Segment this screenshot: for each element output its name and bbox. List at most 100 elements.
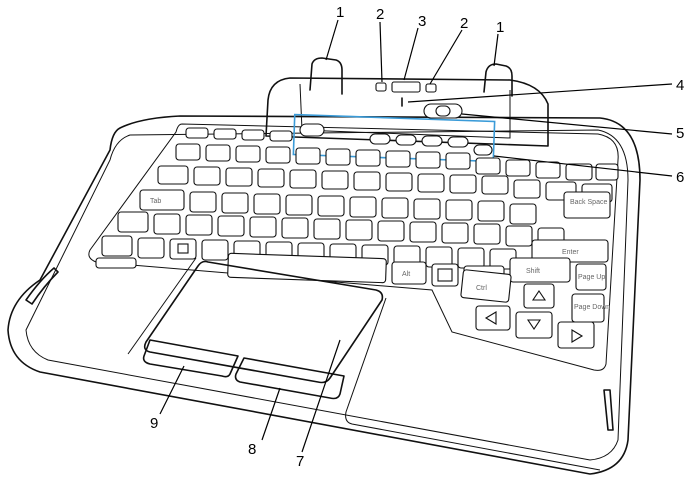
touchpad (143, 260, 384, 384)
key (421, 135, 443, 147)
key (321, 170, 349, 190)
key (101, 235, 133, 257)
key (409, 221, 437, 243)
key (355, 149, 381, 167)
arrow-down-icon (526, 319, 542, 330)
key (313, 218, 341, 240)
ctrl-key (460, 269, 512, 303)
key (221, 192, 249, 214)
page-up-key (575, 263, 607, 291)
key (217, 215, 245, 237)
key (457, 247, 485, 269)
key (325, 148, 351, 166)
arrow-up-icon (531, 290, 547, 301)
callout-leader-2-left (379, 21, 383, 83)
key (565, 163, 593, 181)
callout-number: 2 (460, 15, 468, 32)
key (185, 214, 213, 236)
callout-number: 3 (418, 13, 426, 30)
dock-connector (391, 81, 421, 93)
enter-key-label: Enter (562, 249, 579, 256)
touchpad-left-button (142, 339, 239, 378)
key (289, 169, 317, 189)
key (281, 217, 309, 239)
key (385, 172, 413, 192)
callout-leader-2-right (429, 29, 463, 85)
dock-connector-pin-left (375, 82, 387, 92)
palm-rest-divider-left (127, 257, 197, 355)
power-key (299, 123, 325, 137)
key (265, 146, 291, 164)
key (157, 165, 189, 185)
key (445, 199, 473, 221)
key (535, 161, 561, 179)
tab-key (139, 189, 185, 211)
dock-release-latch-thumb (435, 105, 451, 117)
back-space-key (563, 191, 611, 219)
callout-leader-5 (461, 113, 673, 135)
dock-hook-left (309, 57, 343, 95)
keyboard-deck (88, 123, 619, 371)
callout-number: 1 (496, 19, 504, 36)
key (349, 196, 377, 218)
key (377, 220, 405, 242)
callout-number: 4 (676, 77, 684, 94)
dock-cradle-back (265, 77, 549, 147)
callout-leader-1-right (493, 33, 499, 67)
key-row-bottom-letters (117, 211, 565, 249)
right-side-slot (603, 389, 614, 431)
dock-connector-pin-right (425, 83, 437, 93)
key (257, 168, 285, 188)
key (345, 219, 373, 241)
key (395, 134, 417, 146)
touchpad-right-button (234, 357, 345, 400)
key (95, 257, 137, 269)
key (137, 237, 165, 259)
alt-key-label: Alt (402, 271, 410, 278)
key (269, 130, 293, 142)
key (317, 195, 345, 217)
key-row-numbers (175, 143, 619, 181)
key (481, 175, 509, 195)
key (285, 194, 313, 216)
callout-leader-4 (407, 83, 673, 103)
key (153, 213, 181, 235)
key (445, 152, 471, 170)
key (225, 167, 253, 187)
page-up-key-label: Page Up (578, 274, 605, 281)
key (513, 179, 541, 199)
keyboard-base-inner-edge (25, 129, 629, 461)
ctrl-key-label: Ctrl (476, 285, 487, 292)
callout-number: 7 (296, 453, 304, 470)
key (385, 150, 411, 168)
key (205, 144, 231, 162)
key (353, 171, 381, 191)
key (249, 216, 277, 238)
key (475, 157, 501, 175)
arrow-left-icon (484, 311, 497, 325)
key (441, 222, 469, 244)
key (473, 223, 501, 245)
callout-number: 5 (676, 125, 684, 142)
shift-key (509, 257, 571, 283)
callout-leader-7 (301, 339, 341, 453)
back-space-key-label: Back Space (570, 199, 607, 206)
callout-leader-9 (159, 365, 185, 415)
key (473, 144, 493, 156)
arrow-right-icon (571, 329, 584, 343)
key-row-function (185, 123, 493, 156)
callout-number: 6 (676, 169, 684, 186)
dock-hook-right (483, 63, 513, 97)
key (241, 129, 265, 141)
key (185, 127, 209, 139)
dock-cradle-front (299, 83, 511, 139)
shift-key-label: Shift (526, 268, 540, 275)
callout-number: 1 (336, 4, 344, 21)
key (417, 173, 445, 193)
key (477, 200, 505, 222)
key-row-qwerty (157, 165, 613, 203)
key (449, 174, 477, 194)
callout-leader-8 (261, 387, 281, 441)
key (201, 239, 229, 261)
